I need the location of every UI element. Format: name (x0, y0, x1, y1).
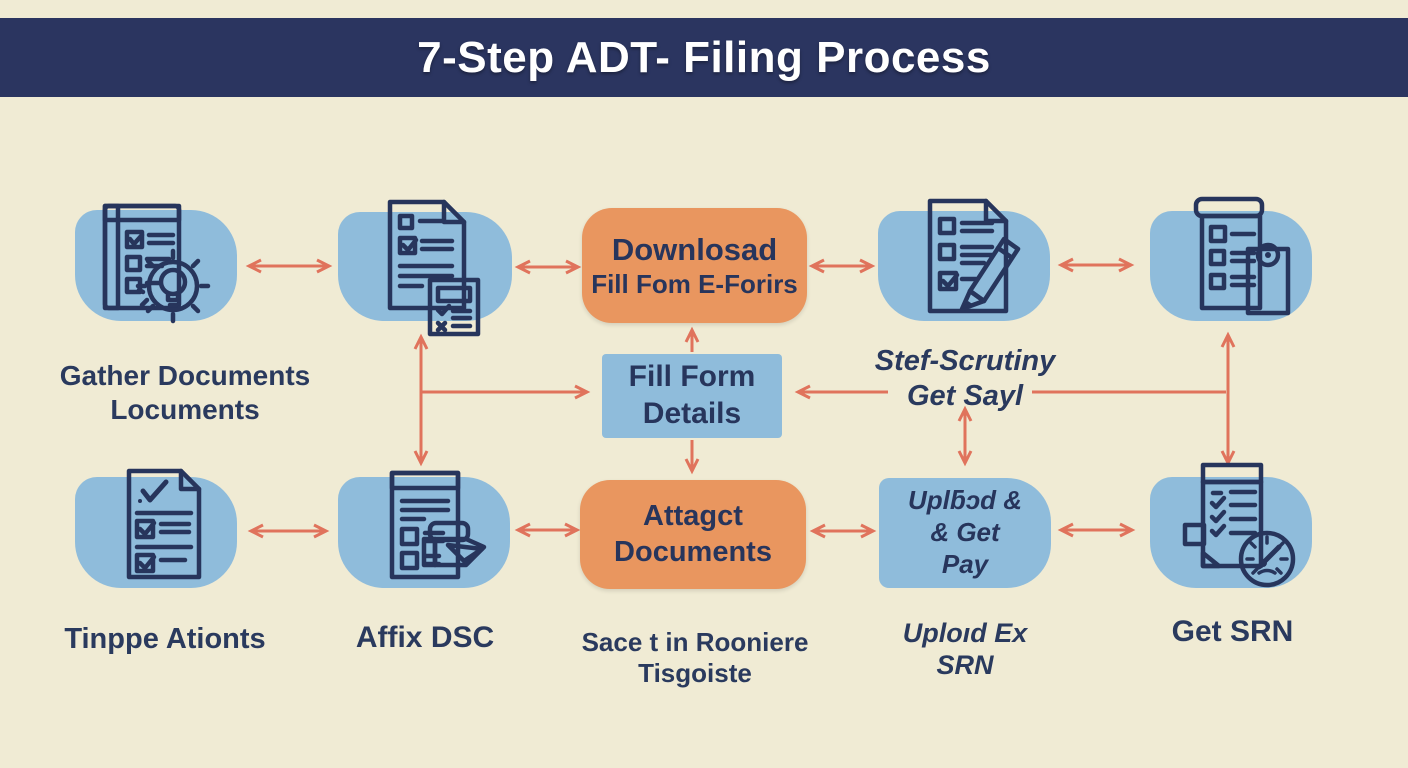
upload-box-line3: Pay (941, 548, 989, 579)
document-checklist-icon (387, 199, 481, 337)
document-gauge-icon (1182, 462, 1296, 588)
step-box-upload: Uplƃɔd & & Get Pay (879, 478, 1051, 588)
download-box-line1: Downlosad (611, 231, 778, 267)
step-card-type (75, 468, 237, 588)
step-card-affix (338, 470, 510, 588)
step-label-upload: Uploıd Ex SRN (902, 618, 1028, 681)
attach-box-line2: Documents (614, 535, 772, 568)
fill-form-line1: Fill Form (628, 360, 756, 394)
document-check-icon (126, 468, 202, 580)
step-label-attach: Sace t in Rooniere Tisgoiste (581, 627, 809, 689)
step-card-get-srn (1150, 462, 1312, 588)
upload-box-line1: Uplƃɔd & (907, 485, 1023, 516)
step-card-gather (75, 203, 237, 324)
download-box-line2: Fill Fom E-Forirs (591, 268, 798, 299)
step-box-attach: Attagct Documents (580, 480, 806, 589)
form-stamp-icon (389, 470, 487, 580)
step-card-scrutiny (878, 198, 1050, 321)
page-title: 7-Step ADT- Filing Process (417, 32, 991, 82)
step-card-notepad (1150, 196, 1312, 321)
notepad-clipboard-icon (1193, 196, 1291, 316)
upload-box-line2: & Get (930, 517, 1000, 548)
title-banner: 7-Step ADT- Filing Process (0, 18, 1408, 97)
book-gear-lightbulb-icon (102, 203, 211, 324)
step-label-gather: Gather Documents Locuments (59, 360, 311, 425)
step-label-affix: Affix DSC (355, 621, 495, 654)
step-card-checklist (338, 199, 512, 337)
step-box-download: Downlosad Fill Fom E-Forirs (582, 208, 807, 323)
step-label-type: Tinppe Ationts (64, 623, 266, 655)
document-pencil-icon (927, 198, 1021, 314)
attach-box-line1: Attagct (643, 500, 743, 533)
step-box-fill-form: Fill Form Details (602, 354, 782, 438)
step-label-get-srn: Get SRN (1171, 615, 1294, 648)
step-label-scrutiny: Stef-Scrutiny Get Sayl (874, 345, 1056, 412)
fill-form-line2: Details (642, 397, 742, 430)
